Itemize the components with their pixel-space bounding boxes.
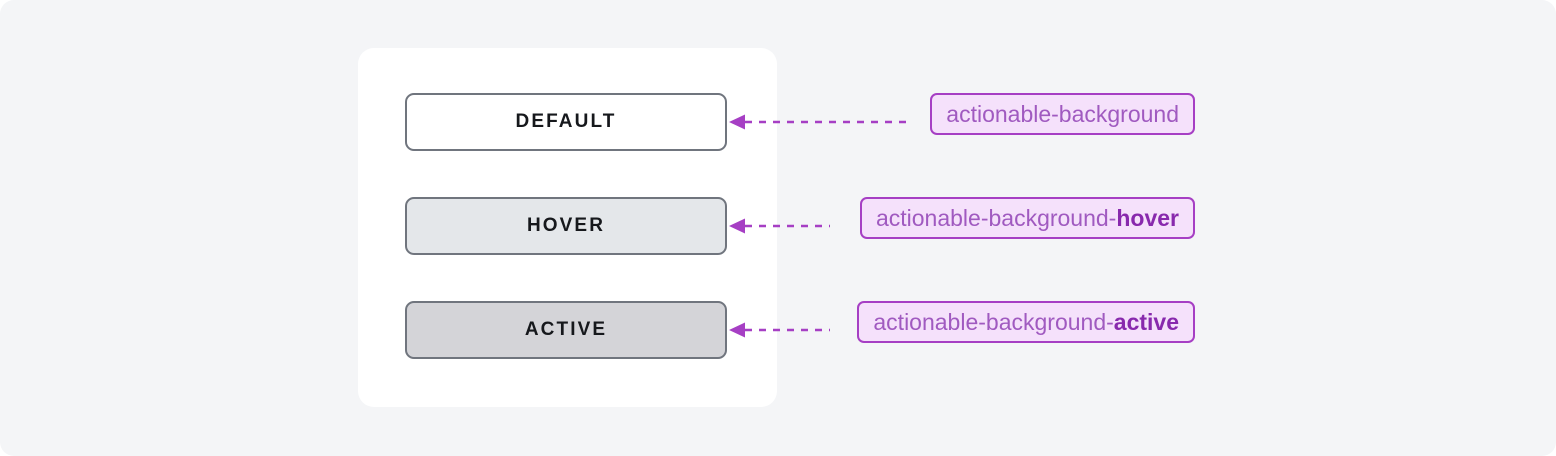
arrow-head-icon — [729, 218, 745, 234]
connector-default — [729, 113, 911, 131]
token-label-accent: active — [1113, 308, 1179, 335]
token-label-accent: hover — [1116, 204, 1179, 231]
state-button-label: DEFAULT — [515, 111, 617, 132]
state-row-active: ACTIVE actionable-background-active — [0, 301, 1556, 363]
state-button-hover[interactable]: HOVER — [405, 197, 727, 255]
connector-hover — [729, 217, 830, 235]
state-button-label: ACTIVE — [524, 319, 608, 340]
token-label-active: actionable-background-active — [857, 301, 1195, 343]
token-label-base: actionable-background- — [873, 308, 1114, 335]
state-button-default[interactable]: DEFAULT — [405, 93, 727, 151]
state-row-default: DEFAULT actionable-background — [0, 93, 1556, 155]
token-label-base: actionable-background — [946, 100, 1179, 127]
connector-active — [729, 321, 830, 339]
state-button-label: HOVER — [526, 215, 606, 236]
arrow-head-icon — [729, 322, 745, 338]
state-button-active[interactable]: ACTIVE — [405, 301, 727, 359]
token-label-default: actionable-background — [930, 93, 1195, 135]
token-label-base: actionable-background- — [875, 204, 1117, 231]
state-row-hover: HOVER actionable-background-hover — [0, 197, 1556, 259]
arrow-head-icon — [729, 114, 745, 130]
token-label-hover: actionable-background-hover — [859, 197, 1195, 239]
